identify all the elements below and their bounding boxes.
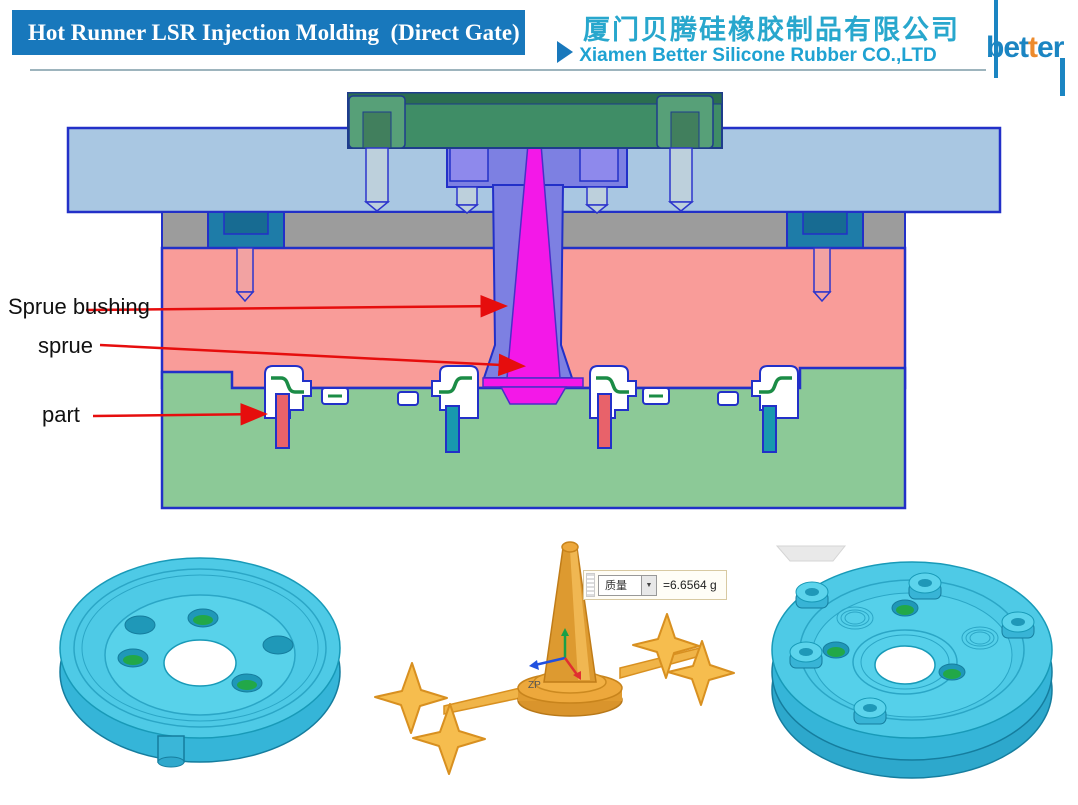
axis-label: ZP: [528, 680, 541, 691]
logo-text: t: [1019, 31, 1029, 64]
company-name-english: Xiamen Better Silicone Rubber CO.,LTD: [579, 45, 937, 66]
render-part-top-view: [59, 557, 341, 768]
arrow-sprue: [99, 343, 526, 377]
arrow-part: [92, 403, 268, 426]
part-pin-teal-1: [445, 405, 460, 453]
annotation-arrows: [85, 294, 526, 426]
logo-text: er: [1037, 31, 1064, 64]
logo-text-orange: t: [1028, 31, 1038, 64]
mass-measure-callout: 质量 ▼ =6.6564 g: [583, 570, 727, 600]
part-pin-red-1: [275, 393, 290, 449]
arrow-sprue-bushing: [85, 294, 508, 318]
cropped-gray-shape: [775, 545, 847, 562]
better-logo: better: [986, 31, 1064, 65]
logo-text: be: [986, 31, 1020, 64]
part-pin-red-2: [597, 393, 612, 449]
flange-bosses: [789, 572, 1035, 725]
render-part-bottom-view: [771, 545, 1053, 779]
part-pin-teal-2: [762, 405, 777, 453]
measure-value: =6.6564 g: [663, 578, 717, 592]
render-sprue-runner: ZP: [374, 541, 735, 775]
label-part: part: [42, 402, 80, 427]
runner-branch-right: [632, 613, 735, 706]
measure-field-dropdown[interactable]: 质量 ▼: [598, 574, 657, 596]
clamp-screw-left: [348, 95, 406, 212]
coordinate-triad-icon: [529, 628, 581, 680]
runner-branch-left: [374, 662, 486, 775]
header-divider: [30, 69, 986, 71]
clamp-screw-right: [656, 95, 714, 212]
page-title: Hot Runner LSR Injection Molding (Direct…: [28, 19, 520, 45]
screw-shaft-left: [235, 247, 255, 303]
measure-field-label: 质量: [605, 580, 627, 592]
callout-grip-icon: [586, 573, 595, 597]
company-name-chinese: 厦门贝腾硅橡胶制品有限公司: [583, 15, 960, 45]
sprue-channel: [482, 143, 584, 405]
screw-shaft-right: [812, 247, 832, 303]
logo-vertical-line: [994, 0, 998, 78]
counterbore-screw-right: [786, 211, 864, 249]
locating-ring-plate: [347, 92, 723, 212]
title-bar: Hot Runner LSR Injection Molding (Direct…: [12, 10, 525, 55]
logo-descender: [1060, 58, 1065, 96]
mold-cross-section: [66, 92, 1002, 510]
counterbore-screw-left: [207, 211, 285, 249]
title-chevron-icon: [557, 41, 573, 63]
label-sprue-bushing: Sprue bushing: [8, 294, 150, 319]
dropdown-arrow-icon[interactable]: ▼: [641, 575, 656, 595]
label-sprue: sprue: [38, 333, 94, 358]
